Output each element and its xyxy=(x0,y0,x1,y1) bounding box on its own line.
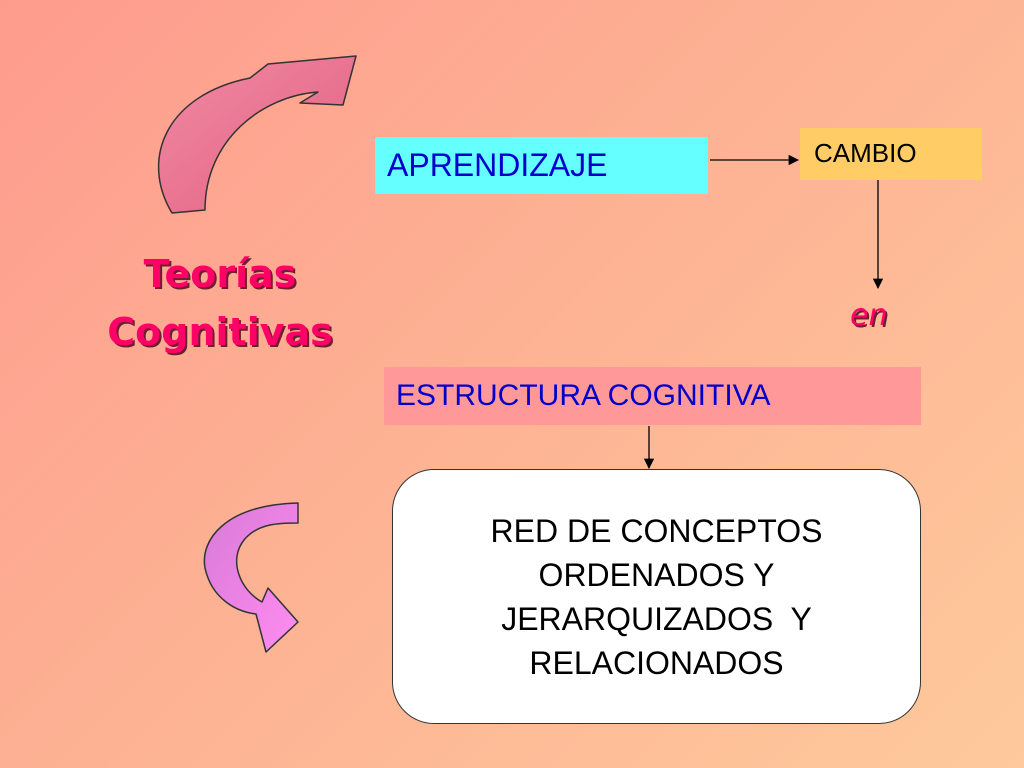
diagram-title: Teorías Cognitivas xyxy=(70,245,370,361)
node-aprendizaje: APRENDIZAJE xyxy=(375,137,708,194)
node-cambio: CAMBIO xyxy=(800,128,982,180)
title-line: Teorías xyxy=(143,252,297,296)
curved-arrow-icon xyxy=(157,55,357,214)
node-red-line: ORDENADOS Y xyxy=(538,556,775,593)
connector-label-en: en xyxy=(850,298,888,333)
curved-arrow-icon xyxy=(203,502,299,653)
title-line: Cognitivas xyxy=(107,310,333,354)
node-red-de-conceptos: RED DE CONCEPTOS ORDENADOS Y JERARQUIZAD… xyxy=(392,469,921,724)
node-red-line: JERARQUIZADOS Y xyxy=(501,600,812,637)
node-red-text: RED DE CONCEPTOS ORDENADOS Y JERARQUIZAD… xyxy=(491,509,823,685)
node-red-line: RED DE CONCEPTOS xyxy=(490,512,823,549)
node-estructura-cognitiva: ESTRUCTURA COGNITIVA xyxy=(384,367,921,425)
node-red-line: RELACIONADOS xyxy=(529,644,784,681)
